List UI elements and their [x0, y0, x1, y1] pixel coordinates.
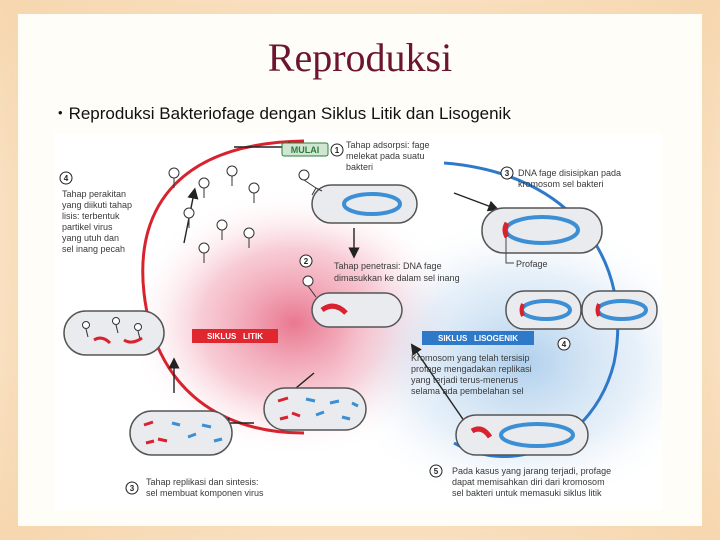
cell-dividing-right — [581, 290, 658, 330]
step1-text: Tahap adsorpsi: fage melekat pada suatu … — [346, 140, 432, 172]
chromosome-excision — [499, 422, 575, 448]
step3-litic-text: Tahap replikasi dan sintesis: sel membua… — [146, 477, 264, 498]
step5-line-1: Pada kasus yang jarang terjadi, profage — [452, 466, 611, 476]
step4-lyso-number-circle — [557, 337, 571, 351]
step4-litic-number-circle — [59, 171, 73, 185]
step4-lyso-line-1: Kromosom yang telah tersisip — [411, 353, 530, 363]
start-badge — [281, 142, 329, 157]
step4-litic-line-5: yang utuh dan — [62, 233, 119, 243]
diagram-svg: MULAI 1 Tahap adsorpsi: fage melekat pad… — [59, 139, 662, 510]
phage-penetrating-icon — [302, 275, 317, 298]
viral-components — [143, 420, 223, 445]
step3-lyso-line-1: DNA fage disisipkan pada — [518, 168, 621, 178]
step5-line-2: dapat memisahkan diri dari kromosom — [452, 477, 605, 487]
step4-lyso-text: Kromosom yang telah tersisip profage men… — [411, 353, 534, 396]
step1-line-3: bakteri — [346, 162, 373, 172]
assembled-phages-icon — [82, 317, 142, 340]
step1-line-2: melekat pada suatu — [346, 151, 425, 161]
replicated-dna-fragments — [277, 396, 359, 421]
step2-line-1: Tahap penetrasi: DNA fage — [334, 261, 442, 271]
step4-litic-line-2: yang diikuti tahap — [62, 200, 132, 210]
step4-litic-line-1: Tahap perakitan — [62, 189, 126, 199]
phage-dna-penetration — [320, 303, 348, 315]
litic-badge-label: SIKLUS LITIK — [207, 332, 263, 341]
step3-lyso-number-circle — [500, 166, 514, 180]
slide-title: Reproduksi — [267, 35, 453, 80]
bullet-text: Reproduksi Bakteriofage dengan Siklus Li… — [68, 104, 511, 123]
bullet-item: • Reproduksi Bakteriofage dengan Siklus L… — [58, 104, 511, 124]
step2-number-circle — [299, 254, 313, 268]
prophage-pointer-line — [505, 237, 514, 264]
step1-number: 1 — [335, 146, 340, 155]
step4-litic-line-6: sel inang pecah — [62, 244, 125, 254]
phage-adsorbed-icon — [298, 169, 323, 196]
step5-number: 5 — [434, 467, 439, 476]
step3-lyso-number: 3 — [505, 169, 510, 178]
cell-penetration — [311, 292, 403, 328]
step1-number-circle — [330, 143, 344, 157]
step4-lyso-line-4: selama ada pembelahan sel — [411, 386, 524, 396]
step2-text: Tahap penetrasi: DNA fage dimasukkan ke … — [334, 261, 460, 283]
step3-litic-line-1: Tahap replikasi dan sintesis: — [146, 477, 259, 487]
step4-lyso-number: 4 — [562, 340, 567, 349]
cell-assembly — [63, 310, 165, 356]
cell-excision — [455, 414, 589, 456]
step4-litic-number: 4 — [64, 174, 69, 183]
step3-lyso-text: DNA fage disisipkan pada kromosom sel ba… — [518, 168, 624, 189]
arrow-lysogenic-to-litic — [410, 343, 470, 429]
start-label: MULAI — [291, 145, 320, 155]
prophage-dividing-right — [595, 303, 601, 317]
litic-badge — [192, 329, 278, 343]
step4-litic-line-3: lisis: terbentuk — [62, 211, 120, 221]
released-phages-icon — [168, 165, 260, 263]
step2-number: 2 — [304, 257, 309, 266]
prophage-excised — [470, 426, 493, 439]
chromosome-adsorption — [342, 192, 402, 216]
step3-litic-number-circle — [125, 481, 139, 495]
step3-litic-number: 3 — [130, 484, 135, 493]
lysogenic-badge-label: SIKLUS LISOGENIK — [438, 334, 518, 343]
step4-litic-text: Tahap perakitan yang diikuti tahap lisis… — [62, 189, 135, 254]
phage-dna-assembly-1 — [93, 336, 112, 345]
step5-line-3: sel bakteri untuk memasuki siklus litik — [452, 488, 602, 498]
step1-line-1: Tahap adsorpsi: fage — [346, 140, 430, 150]
step2-line-2: dimasukkan ke dalam sel inang — [334, 273, 460, 283]
bullet-dot: • — [58, 105, 63, 120]
lysogenic-badge — [422, 331, 534, 345]
cell-synthesis — [129, 410, 233, 456]
step4-lyso-line-2: profage mengadakan replikasi — [411, 364, 532, 374]
phage-cycle-diagram: MULAI 1 Tahap adsorpsi: fage melekat pad… — [54, 133, 662, 510]
prophage-segment — [502, 221, 510, 239]
cell-replication — [263, 387, 367, 431]
arrow-to-lysogenic — [453, 192, 500, 212]
step4-litic-line-4: partikel virus — [62, 222, 113, 232]
cell-dividing-left — [505, 290, 582, 330]
phage-dna-assembly-2 — [123, 336, 143, 344]
step5-number-circle — [429, 464, 443, 478]
step3-lyso-line-2: kromosom sel bakteri — [518, 179, 604, 189]
prophage-dividing-left — [519, 303, 525, 317]
cell-integration — [481, 207, 603, 254]
step5-text: Pada kasus yang jarang terjadi, profage … — [452, 466, 614, 498]
step3-litic-line-2: sel membuat komponen virus — [146, 488, 264, 498]
prophage-label: Profage — [516, 259, 548, 269]
step4-lyso-line-3: yang terjadi terus-menerus — [411, 375, 519, 385]
